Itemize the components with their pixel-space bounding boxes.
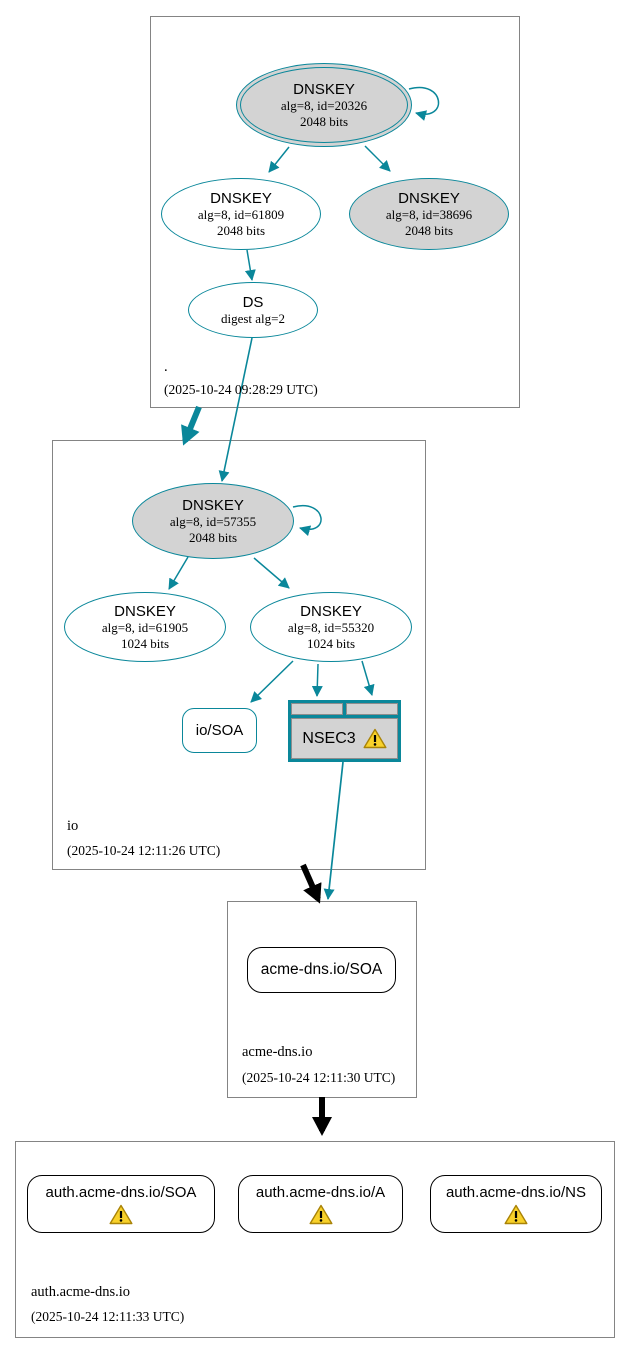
nsec3-header-row xyxy=(291,703,398,715)
node-title: DNSKEY xyxy=(114,602,176,620)
node-detail: 2048 bits xyxy=(188,529,238,545)
warning-icon xyxy=(109,1204,133,1224)
zone-label-auth-acme-dns-io: auth.acme-dns.io xyxy=(31,1284,131,1300)
node-detail: alg=8, id=61809 xyxy=(197,207,285,223)
node-ds-root[interactable]: DS digest alg=2 xyxy=(188,282,318,338)
node-acme-dns-io-soa[interactable]: acme-dns.io/SOA xyxy=(247,947,396,993)
zone-timestamp-io: (2025-10-24 12:11:26 UTC) xyxy=(67,843,221,858)
node-title: DNSKEY xyxy=(182,496,244,514)
zone-timestamp-auth-acme-dns-io: (2025-10-24 12:11:33 UTC) xyxy=(31,1309,185,1324)
node-detail: alg=8, id=57355 xyxy=(169,514,257,530)
node-auth-acme-dns-io-soa[interactable]: auth.acme-dns.io/SOA xyxy=(27,1175,215,1233)
node-io-soa[interactable]: io/SOA xyxy=(182,708,257,753)
node-dnskey-61809[interactable]: DNSKEY alg=8, id=61809 2048 bits xyxy=(161,178,321,250)
node-label: auth.acme-dns.io/SOA xyxy=(45,1183,197,1201)
node-detail: alg=8, id=20326 xyxy=(280,98,368,114)
zone-box-acme-dns-io xyxy=(227,901,417,1098)
warning-icon xyxy=(363,728,387,749)
node-title: DNSKEY xyxy=(300,602,362,620)
nsec3-body: NSEC3 xyxy=(291,718,398,759)
node-nsec3[interactable]: NSEC3 xyxy=(288,700,401,762)
node-title: DNSKEY xyxy=(210,189,272,207)
node-detail: alg=8, id=61905 xyxy=(101,620,189,636)
node-dnskey-ksk-io-57355[interactable]: DNSKEY alg=8, id=57355 2048 bits xyxy=(132,483,294,559)
node-title: DNSKEY xyxy=(293,80,355,98)
nsec3-header-cell xyxy=(346,703,398,715)
node-detail: alg=8, id=55320 xyxy=(287,620,375,636)
warning-icon xyxy=(309,1204,332,1224)
node-auth-acme-dns-io-ns[interactable]: auth.acme-dns.io/NS xyxy=(430,1175,602,1233)
node-label: io/SOA xyxy=(195,722,244,739)
nsec3-header-cell xyxy=(291,703,343,715)
node-label: auth.acme-dns.io/NS xyxy=(445,1183,587,1201)
node-dnskey-ksk-root[interactable]: DNSKEY alg=8, id=20326 2048 bits xyxy=(236,63,412,147)
node-detail: 1024 bits xyxy=(120,635,170,651)
node-dnskey-55320[interactable]: DNSKEY alg=8, id=55320 1024 bits xyxy=(250,592,412,662)
node-title: DNSKEY xyxy=(398,189,460,207)
node-label: auth.acme-dns.io/A xyxy=(255,1183,386,1201)
node-title: DS xyxy=(242,293,264,311)
node-dnskey-61905[interactable]: DNSKEY alg=8, id=61905 1024 bits xyxy=(64,592,226,662)
node-label: acme-dns.io/SOA xyxy=(260,961,383,978)
zone-timestamp-acme-dns-io: (2025-10-24 12:11:30 UTC) xyxy=(242,1070,396,1085)
zone-box-auth-acme-dns-io xyxy=(15,1141,615,1338)
warning-icon xyxy=(504,1204,528,1224)
node-detail: 2048 bits xyxy=(404,222,454,238)
edge-delegation-io-to-acme xyxy=(300,863,322,904)
zone-label-root: . xyxy=(164,359,168,375)
node-label: NSEC3 xyxy=(302,729,356,747)
node-detail: 2048 bits xyxy=(299,113,349,129)
node-detail: digest alg=2 xyxy=(220,310,286,326)
zone-box-root xyxy=(150,16,520,408)
node-detail: 1024 bits xyxy=(306,635,356,651)
edge-delegation-root-to-io xyxy=(181,405,202,446)
node-dnskey-38696[interactable]: DNSKEY alg=8, id=38696 2048 bits xyxy=(349,178,509,250)
zone-label-acme-dns-io: acme-dns.io xyxy=(242,1044,313,1060)
zone-label-io: io xyxy=(67,818,79,834)
node-auth-acme-dns-io-a[interactable]: auth.acme-dns.io/A xyxy=(238,1175,403,1233)
zone-timestamp-root: (2025-10-24 09:28:29 UTC) xyxy=(164,382,318,397)
node-detail: 2048 bits xyxy=(216,222,266,238)
node-detail: alg=8, id=38696 xyxy=(385,207,473,223)
